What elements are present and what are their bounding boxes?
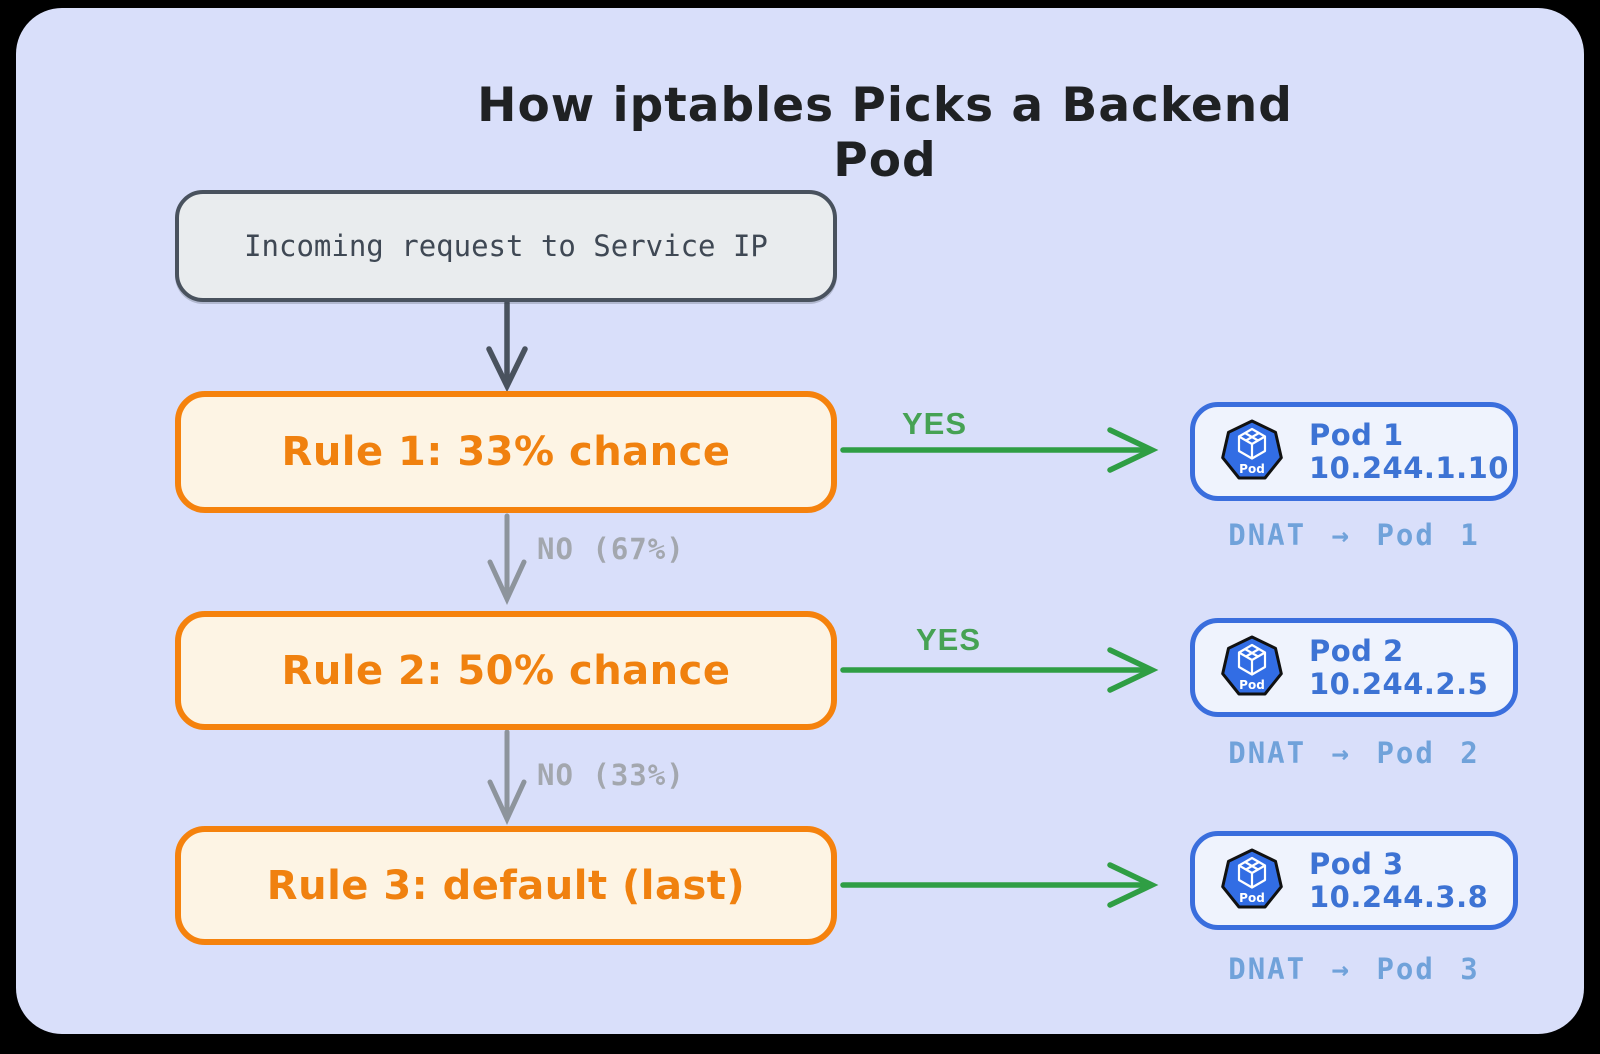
pod-1-ip: 10.244.1.10: [1309, 450, 1509, 485]
rule-1-node: Rule 1: 33% chance: [175, 391, 837, 513]
rule-1-label: Rule 1: 33% chance: [281, 429, 731, 475]
pod-icon-label: Pod: [1239, 678, 1265, 692]
pod-1-card: Pod Pod 1 10.244.1.10: [1190, 402, 1518, 501]
rule-3-label: Rule 3: default (last): [266, 862, 746, 909]
yes-label-rule2: YES: [916, 622, 982, 657]
pod-1-name: Pod 1: [1309, 417, 1404, 452]
start-node-label: Incoming request to Service IP: [244, 229, 768, 263]
rule-2-label: Rule 2: 50% chance: [281, 647, 731, 694]
dnat-label-pod1: DNAT → Pod 1: [1228, 518, 1480, 552]
dnat-label-pod2: DNAT → Pod 2: [1228, 736, 1480, 770]
page-title: How iptables Picks a Backend Pod: [477, 78, 1293, 188]
dnat-label-pod3: DNAT → Pod 3: [1228, 952, 1480, 986]
pod-2-name: Pod 2: [1309, 633, 1404, 668]
yes-label-rule1: YES: [902, 406, 968, 441]
rule-3-node: Rule 3: default (last): [175, 826, 837, 945]
pod-3-ip: 10.244.3.8: [1309, 879, 1489, 914]
pod-2-ip: 10.244.2.5: [1309, 666, 1489, 701]
pod-3-card: Pod Pod 3 10.244.3.8: [1190, 831, 1518, 930]
rule-2-node: Rule 2: 50% chance: [175, 611, 837, 730]
no-label-rule1: NO (67%): [537, 532, 685, 566]
kubernetes-pod-icon: Pod: [1221, 635, 1283, 695]
kubernetes-pod-icon: Pod: [1221, 848, 1283, 908]
start-node-incoming-request: Incoming request to Service IP: [175, 190, 837, 302]
kubernetes-pod-icon: Pod: [1221, 419, 1283, 479]
pod-3-name: Pod 3: [1309, 846, 1404, 881]
no-label-rule2: NO (33%): [537, 758, 685, 792]
pod-icon-label: Pod: [1239, 462, 1265, 476]
pod-2-card: Pod Pod 2 10.244.2.5: [1190, 618, 1518, 717]
pod-icon-label: Pod: [1239, 891, 1265, 905]
